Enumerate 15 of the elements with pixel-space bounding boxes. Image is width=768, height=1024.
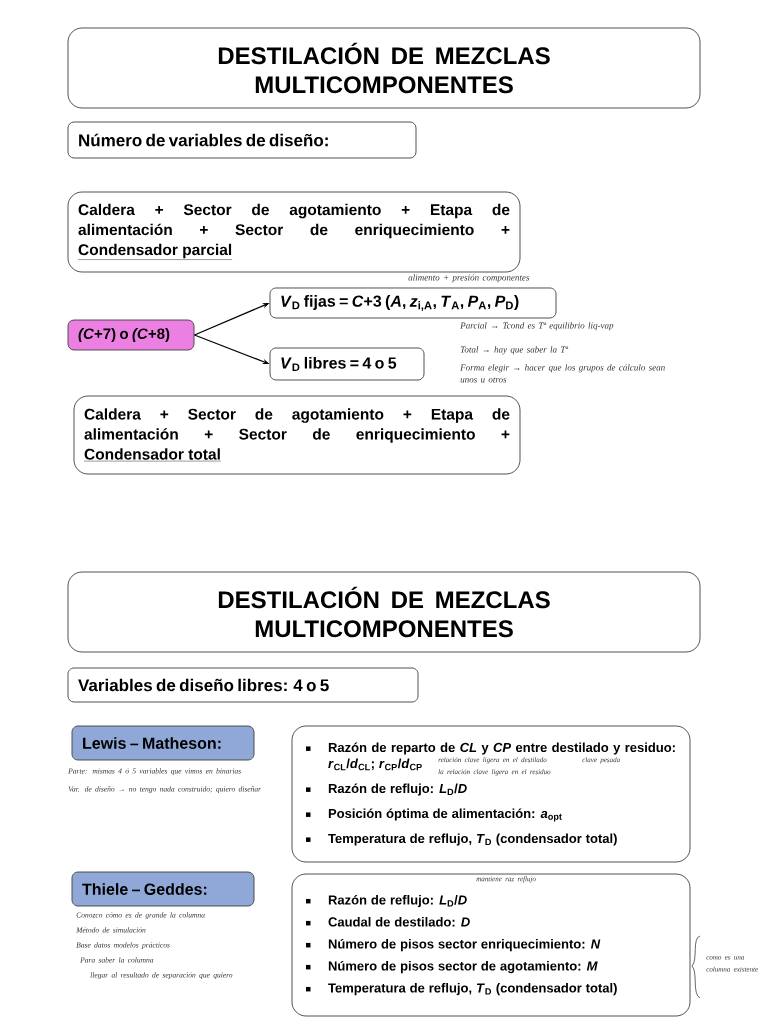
method-box: Thiele – Geddes:: [71, 871, 255, 907]
result-box: V$_{D}$ fijas = C+3 (A, z$_{i,A}$, T$_{A}$, P$_{A}$, P$_{D}$): [269, 287, 557, 319]
handwritten-note: Parcial → Tcond es Tª equilibrio líq-vap: [460, 322, 614, 331]
method-box: Lewis – Matheson:: [71, 725, 255, 761]
title-box: DESTILACIÓN DE MEZCLAS MULTICOMPONENTES: [67, 27, 701, 109]
heading-box: Variables de diseño libres: 4 o 5: [67, 667, 419, 703]
handwritten-note: alimento + presión componentes: [408, 274, 530, 283]
handwritten-note: Forma elegir → hacer que los grupos de cálculo sean unos u otros: [460, 364, 665, 383]
text-box: Caldera + Sector de agotamiento + Etapa de alimentación + Sector de enriquecimiento + Condensador total: [73, 395, 521, 475]
result-box: V$_{D}$ libres = 4 o 5: [269, 347, 425, 381]
heading-box: Número de variables de diseño:: [67, 121, 417, 159]
title-box: DESTILACIÓN DE MEZCLAS MULTICOMPONENTES: [67, 571, 701, 653]
highlight-box: (C+7) o (C+8): [67, 319, 195, 351]
text-box: Caldera + Sector de agotamiento + Etapa de alimentación + Sector de enriquecimiento + Condensador parcial: [67, 191, 521, 273]
handwritten-note: Total → hay que saber la Tª: [460, 346, 569, 355]
